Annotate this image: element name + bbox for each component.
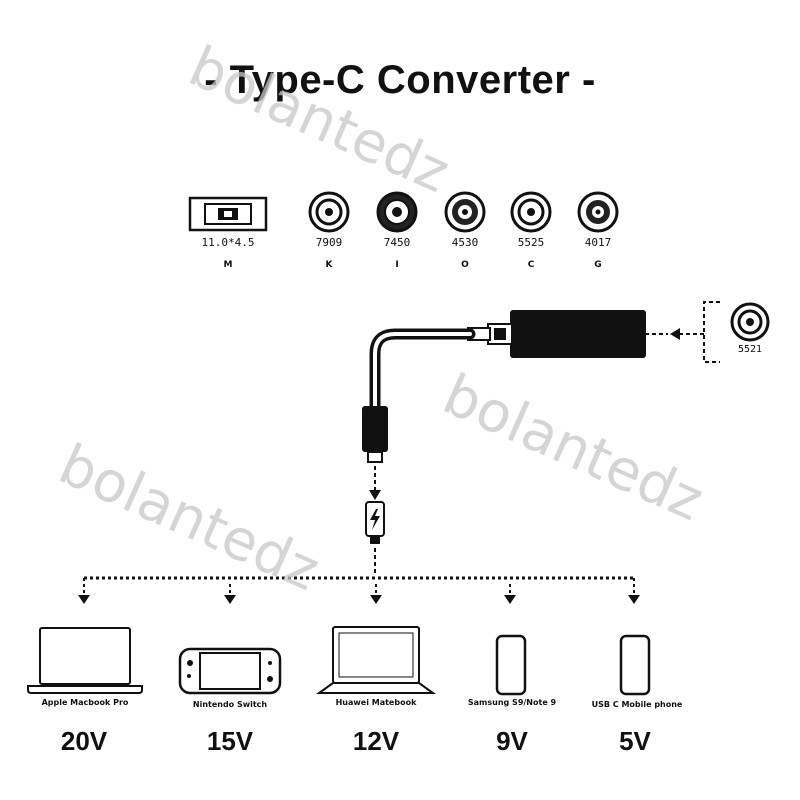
tip-size-label: 7450 bbox=[383, 236, 411, 249]
voltage-label: 9V bbox=[496, 726, 528, 756]
arrow-down-icon bbox=[504, 595, 516, 604]
tip-size-label: 4017 bbox=[584, 236, 612, 249]
round-tip-icon bbox=[376, 191, 418, 233]
tip-size-label: 7909 bbox=[315, 236, 343, 249]
voltage-label: 15V bbox=[206, 726, 254, 756]
voltage-label: 20V bbox=[60, 726, 108, 756]
round-tip-icon bbox=[444, 191, 486, 233]
tip-size-label: 4530 bbox=[451, 236, 479, 249]
tip-size-label: 5525 bbox=[517, 236, 545, 249]
laptop-icon bbox=[27, 627, 143, 694]
page-title: - Type-C Converter - bbox=[204, 58, 596, 102]
tip-code-label: K bbox=[325, 260, 333, 270]
voltage-label: 12V bbox=[352, 726, 400, 756]
input-tip-group bbox=[670, 301, 770, 363]
device-name-label: Apple Macbook Pro bbox=[41, 698, 129, 707]
round-tip-icon bbox=[730, 302, 770, 342]
distribution-lines bbox=[78, 576, 640, 604]
tip-code-label: O bbox=[461, 260, 469, 270]
game-console-icon bbox=[178, 647, 282, 695]
input-tip-size-label: 5521 bbox=[737, 344, 763, 355]
converter-cable bbox=[362, 310, 646, 576]
device-name-label: USB C Mobile phone bbox=[591, 700, 683, 709]
round-tip-icon bbox=[577, 191, 619, 233]
tip-code-label: C bbox=[527, 260, 535, 270]
voltage-label: 5V bbox=[619, 726, 651, 756]
tip-code-label: M bbox=[223, 260, 233, 270]
arrow-left-icon bbox=[670, 328, 680, 340]
tip-code-label: G bbox=[594, 260, 602, 270]
device-name-label: Samsung S9/Note 9 bbox=[467, 698, 557, 707]
lightning-icon bbox=[370, 509, 380, 530]
tip-size-label: 11.0*4.5 bbox=[201, 236, 255, 249]
device-name-label: Nintendo Switch bbox=[192, 700, 268, 709]
device-name-label: Huawei Matebook bbox=[335, 698, 417, 707]
laptop-icon bbox=[315, 626, 437, 694]
phone-icon bbox=[495, 634, 527, 696]
arrow-down-icon bbox=[78, 595, 90, 604]
round-tip-icon bbox=[510, 191, 552, 233]
arrow-down-icon bbox=[224, 595, 236, 604]
phone-icon bbox=[619, 634, 651, 696]
round-tip-icon bbox=[308, 191, 350, 233]
arrow-down-icon bbox=[628, 595, 640, 604]
arrow-down-icon bbox=[370, 595, 382, 604]
tip-code-label: I bbox=[395, 260, 399, 270]
rectangular-tip-icon bbox=[188, 196, 268, 232]
